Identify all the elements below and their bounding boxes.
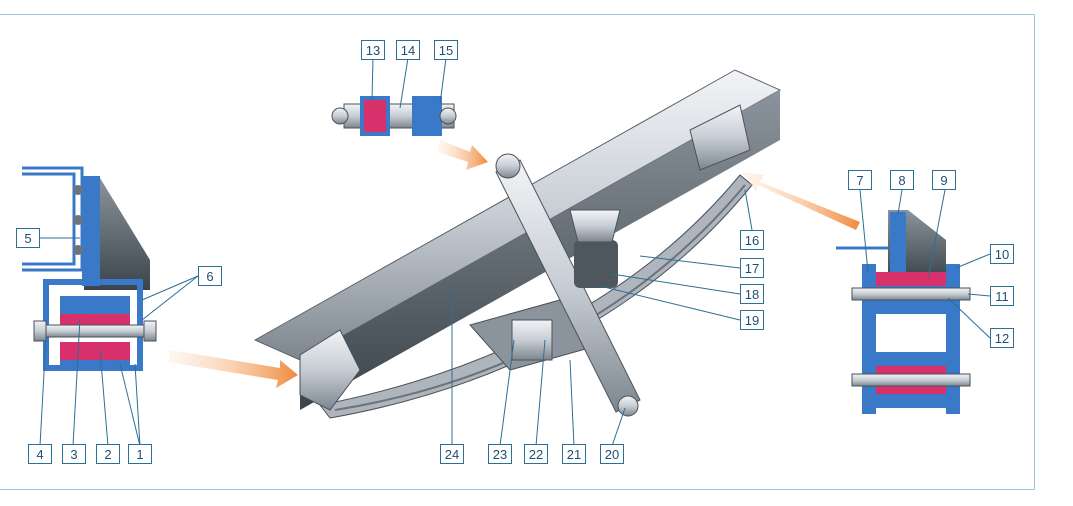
label-8: 8 [890,170,914,190]
label-23: 23 [488,444,512,464]
left-detail-view [22,166,157,371]
label-11: 11 [990,286,1014,306]
label-18: 18 [740,284,764,304]
right-detail-view [836,210,971,414]
label-2: 2 [96,444,120,464]
label-15: 15 [434,40,458,60]
label-24: 24 [440,444,464,464]
label-20: 20 [600,444,624,464]
label-21: 21 [562,444,586,464]
main-assembly [253,69,782,419]
top-detail-view [331,96,457,136]
label-22: 22 [524,444,548,464]
leader-lines [39,57,991,447]
label-12: 12 [990,328,1014,348]
label-19: 19 [740,310,764,330]
label-13: 13 [361,40,385,60]
label-17: 17 [740,258,764,278]
label-4: 4 [28,444,52,464]
callout-arrows [168,140,860,388]
label-9: 9 [932,170,956,190]
label-3: 3 [62,444,86,464]
label-7: 7 [848,170,872,190]
label-1: 1 [128,444,152,464]
label-10: 10 [990,244,1014,264]
label-14: 14 [396,40,420,60]
label-6: 6 [198,266,222,286]
label-16: 16 [740,230,764,250]
label-5: 5 [16,228,40,248]
